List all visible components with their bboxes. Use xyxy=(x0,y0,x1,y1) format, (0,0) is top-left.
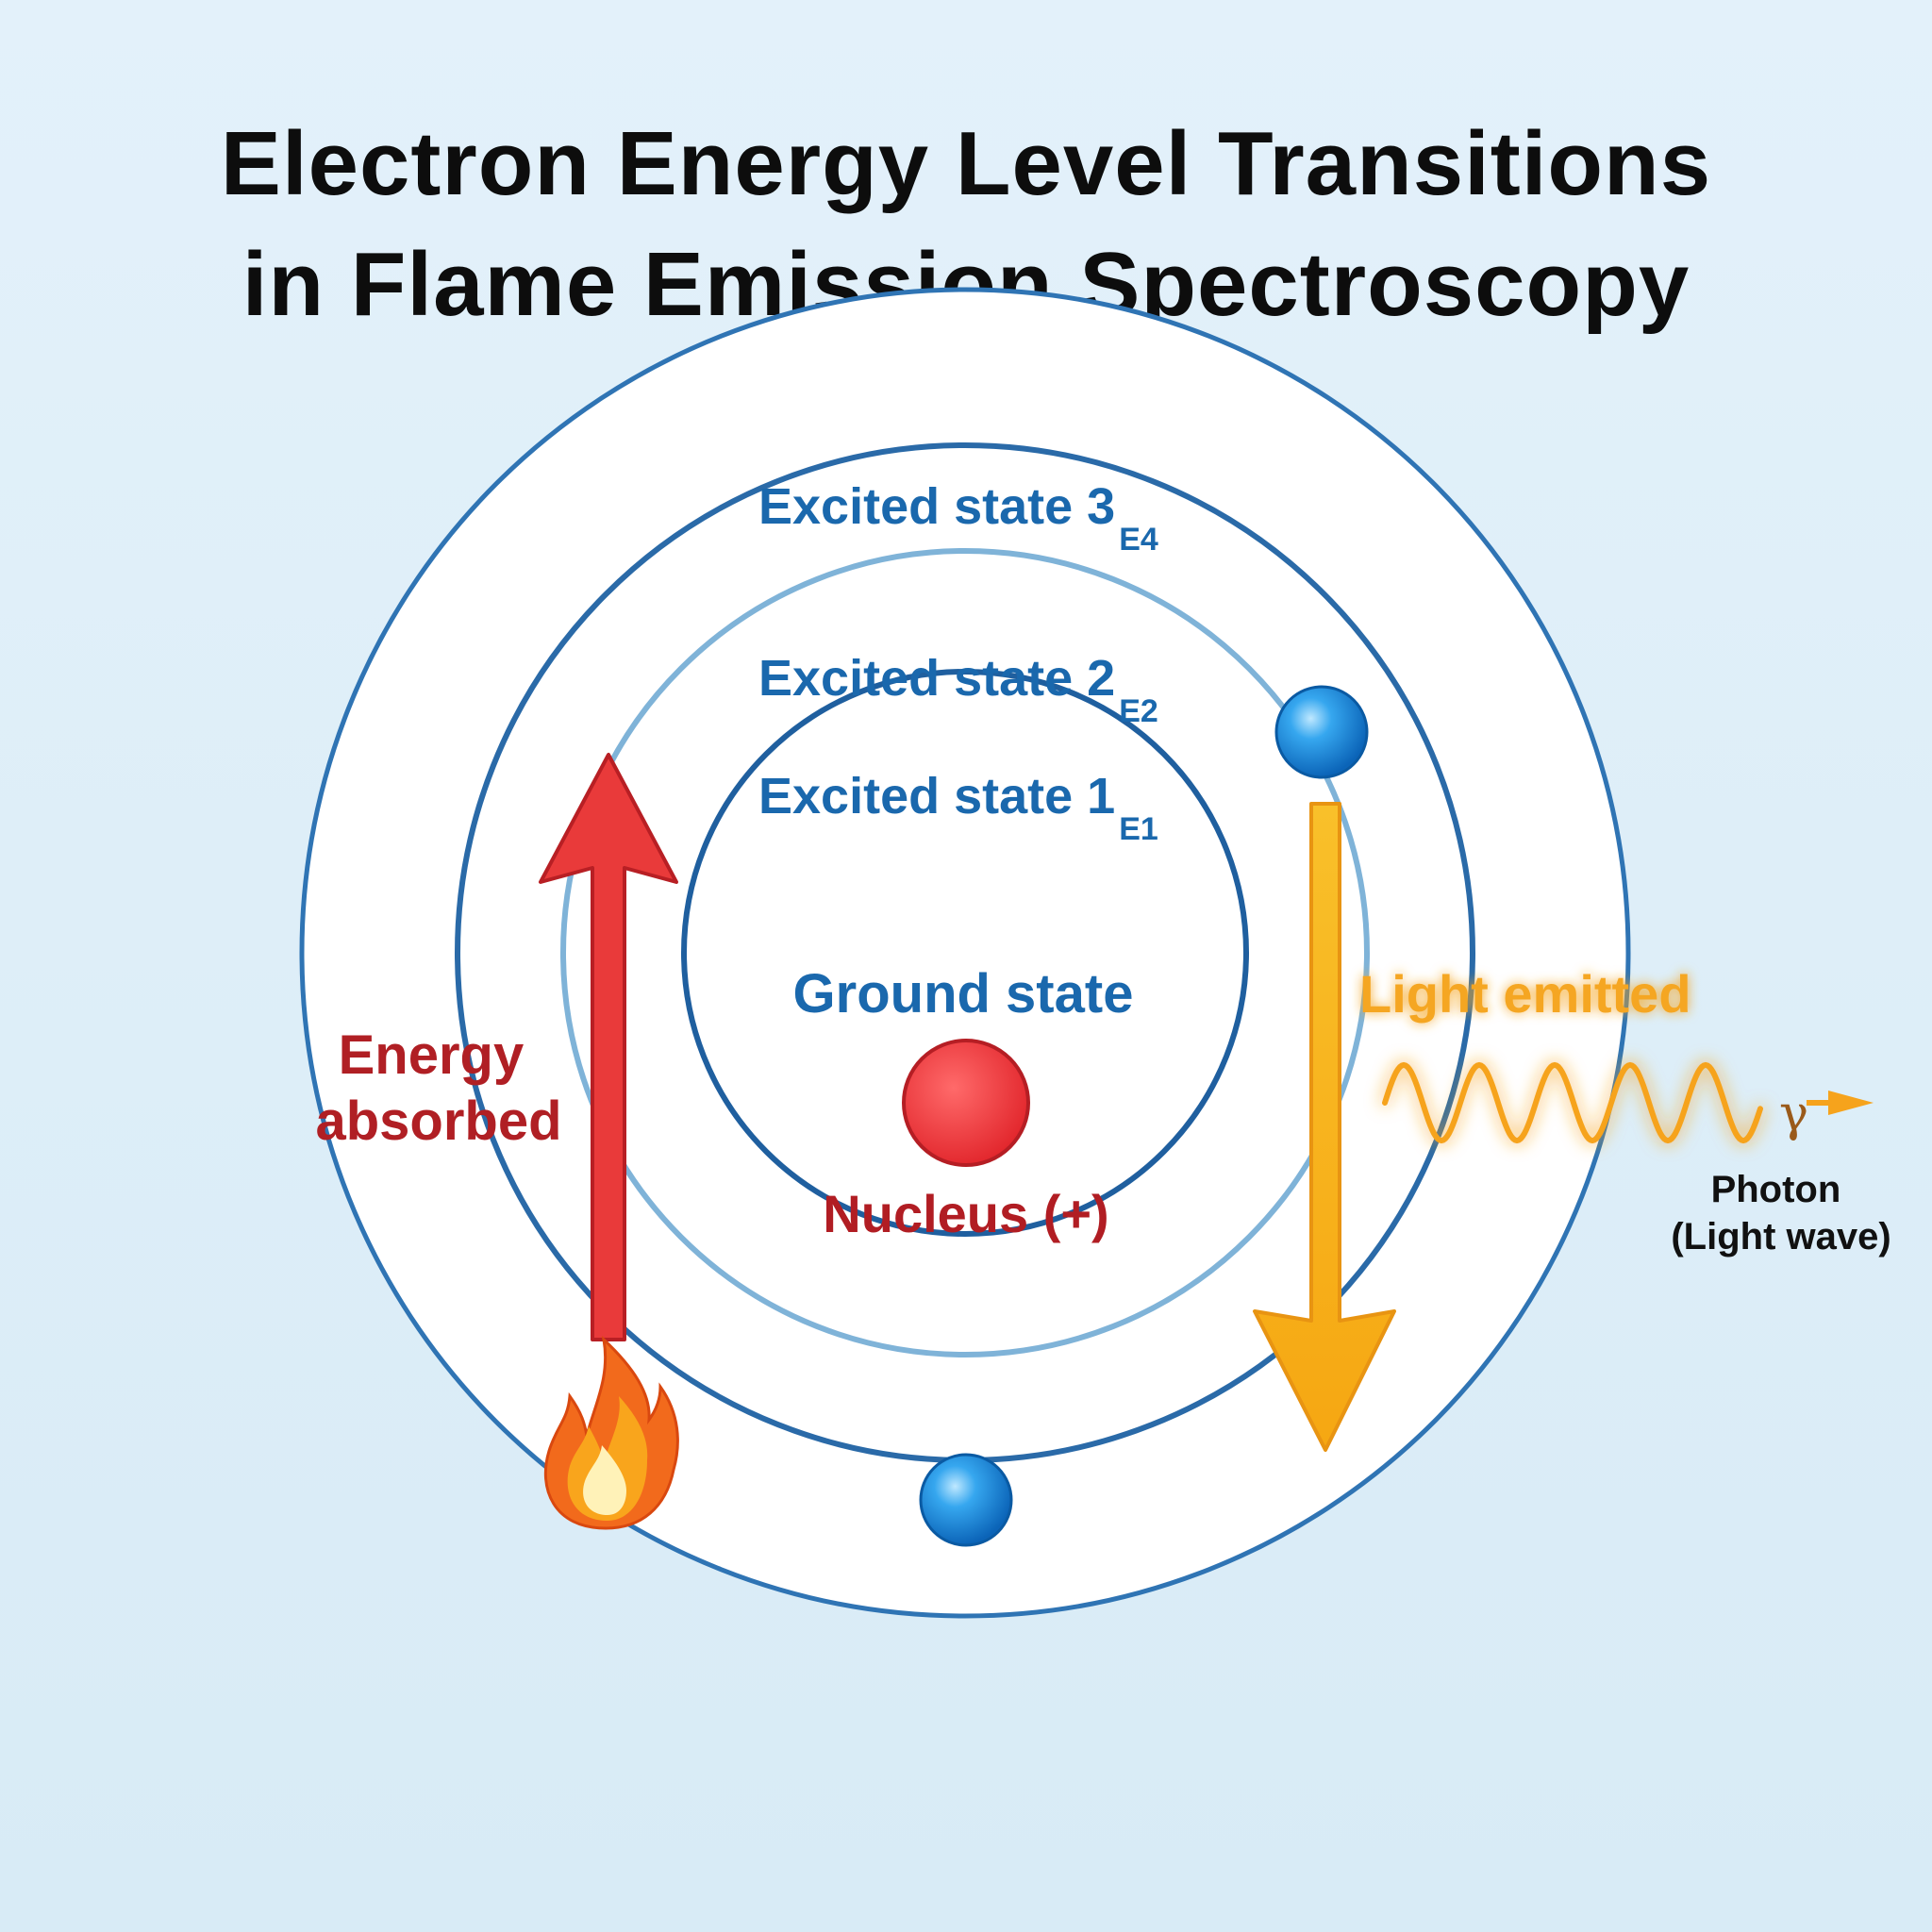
photon-label: Photon (Light wave) xyxy=(1671,1169,1890,1257)
emission-label: Light emitted xyxy=(1359,964,1691,1024)
label-ground-state: Ground state xyxy=(793,963,1134,1024)
sub-excited-2: E2 xyxy=(1119,693,1158,729)
photon-label-line-1: Photon xyxy=(1711,1169,1841,1210)
emission-arrow xyxy=(1253,802,1396,1452)
label-excited-3: Excited state 3E4 xyxy=(758,478,1158,558)
absorption-label: Energy absorbed xyxy=(315,1024,561,1152)
absorption-label-line-2: absorbed xyxy=(315,1091,561,1152)
label-excited-1: Excited state 1E1 xyxy=(758,768,1158,847)
electron-icon-excited xyxy=(1274,685,1369,779)
flame-icon xyxy=(543,1335,679,1530)
nucleus-icon xyxy=(902,1039,1030,1167)
page-title: Electron Energy Level Transitions in Fla… xyxy=(0,104,1932,345)
orbit-ground xyxy=(681,669,1249,1237)
label-excited-2: Excited state 2E2 xyxy=(758,650,1158,729)
sub-excited-1: E1 xyxy=(1119,811,1158,847)
orbit-excited-1 xyxy=(560,548,1370,1357)
photon-wave xyxy=(1382,1061,1763,1144)
sub-excited-3: E4 xyxy=(1119,522,1158,558)
absorption-label-line-1: Energy xyxy=(339,1024,525,1086)
nucleus-label: Nucleus (+) xyxy=(823,1184,1108,1243)
photon-arrowhead xyxy=(1828,1091,1874,1115)
title-line-1: Electron Energy Level Transitions xyxy=(220,113,1712,214)
outer-orbit xyxy=(299,287,1631,1619)
photon-symbol: γ xyxy=(1779,1086,1808,1142)
absorption-arrow xyxy=(539,753,678,1341)
electron-icon-ground xyxy=(919,1453,1013,1547)
photon-label-line-2: (Light wave) xyxy=(1671,1216,1890,1257)
